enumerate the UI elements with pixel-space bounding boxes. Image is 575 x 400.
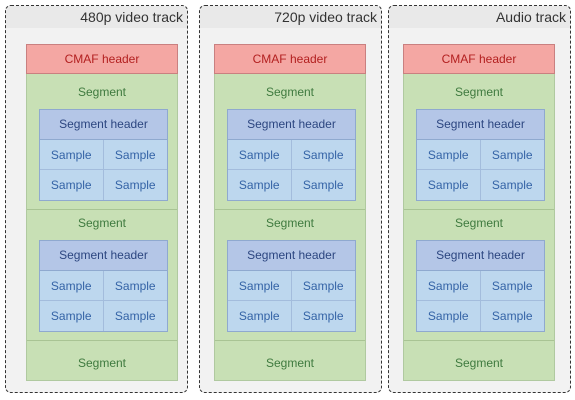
sample: Sample: [114, 178, 156, 192]
segment-divider: [404, 209, 554, 210]
segment-header: Segment header: [228, 241, 355, 271]
sample: Sample: [40, 271, 104, 301]
segment-header: Segment header: [417, 110, 544, 140]
track-480p: 480p video track CMAF header Segment Seg…: [5, 5, 188, 393]
segment-header: Segment header: [40, 110, 167, 140]
sample-grid: Sample Sample Sample Sample: [228, 140, 355, 200]
track-720p: 720p video track CMAF header Segment Seg…: [199, 5, 382, 393]
segment-block: Segment header Sample Sample Sample Samp…: [39, 109, 168, 201]
segment-divider: [215, 209, 365, 210]
sample: Sample: [417, 170, 481, 200]
segment-divider: [404, 340, 554, 341]
segment-header: Segment header: [40, 241, 167, 271]
sample: Sample: [480, 140, 544, 170]
sample: Sample: [228, 271, 292, 301]
sample: Sample: [417, 271, 481, 301]
segment-divider: [27, 209, 177, 210]
segment-divider: [215, 340, 365, 341]
sample: Sample: [228, 301, 292, 331]
sample: Sample: [40, 170, 104, 200]
segment-header: Segment header: [417, 241, 544, 271]
track-title: Audio track: [389, 6, 570, 28]
segment-label: Segment: [454, 356, 504, 370]
segment-divider: [27, 340, 177, 341]
sample: Sample: [103, 140, 167, 170]
sample: Sample: [40, 301, 104, 331]
track-title: 720p video track: [200, 6, 381, 28]
segment-label: Segment: [265, 356, 315, 370]
segment-label: Segment: [77, 356, 127, 370]
cmaf-header: CMAF header: [403, 44, 555, 74]
segment-area: Segment Segment header Sample Sample Sam…: [214, 74, 366, 381]
segment-label: Segment: [265, 85, 315, 99]
track-title: 480p video track: [6, 6, 187, 28]
cmaf-header: CMAF header: [214, 44, 366, 74]
sample: Sample: [491, 178, 533, 192]
sample: Sample: [40, 140, 104, 170]
segment-block: Segment header Sample Sample Sample Samp…: [227, 240, 356, 332]
sample-grid: Sample Sample Sample Sample: [417, 271, 544, 331]
segment-block: Segment header Sample Sample Sample Samp…: [416, 109, 545, 201]
cmaf-header: CMAF header: [26, 44, 178, 74]
sample: Sample: [417, 301, 481, 331]
sample: Sample: [291, 140, 355, 170]
segment-block: Segment header Sample Sample Sample Samp…: [227, 109, 356, 201]
segment-label: Segment: [454, 216, 504, 230]
sample-grid: Sample Sample Sample Sample: [417, 140, 544, 200]
segment-header: Segment header: [228, 110, 355, 140]
segment-label: Segment: [77, 85, 127, 99]
sample: Sample: [103, 271, 167, 301]
segment-area: Segment Segment header Sample Sample Sam…: [26, 74, 178, 381]
sample: Sample: [228, 140, 292, 170]
sample: Sample: [417, 140, 481, 170]
sample-grid: Sample Sample Sample Sample: [40, 140, 167, 200]
sample: Sample: [228, 170, 292, 200]
segment-label: Segment: [265, 216, 315, 230]
sample: Sample: [302, 309, 344, 323]
segment-label: Segment: [77, 216, 127, 230]
sample-grid: Sample Sample Sample Sample: [228, 271, 355, 331]
sample-grid: Sample Sample Sample Sample: [40, 271, 167, 331]
segment-area: Segment Segment header Sample Sample Sam…: [403, 74, 555, 381]
sample: Sample: [302, 178, 344, 192]
track-audio: Audio track CMAF header Segment Segment …: [388, 5, 571, 393]
sample: Sample: [491, 309, 533, 323]
sample: Sample: [480, 271, 544, 301]
segment-block: Segment header Sample Sample Sample Samp…: [39, 240, 168, 332]
sample: Sample: [114, 309, 156, 323]
segment-label: Segment: [454, 85, 504, 99]
sample: Sample: [291, 271, 355, 301]
segment-block: Segment header Sample Sample Sample Samp…: [416, 240, 545, 332]
